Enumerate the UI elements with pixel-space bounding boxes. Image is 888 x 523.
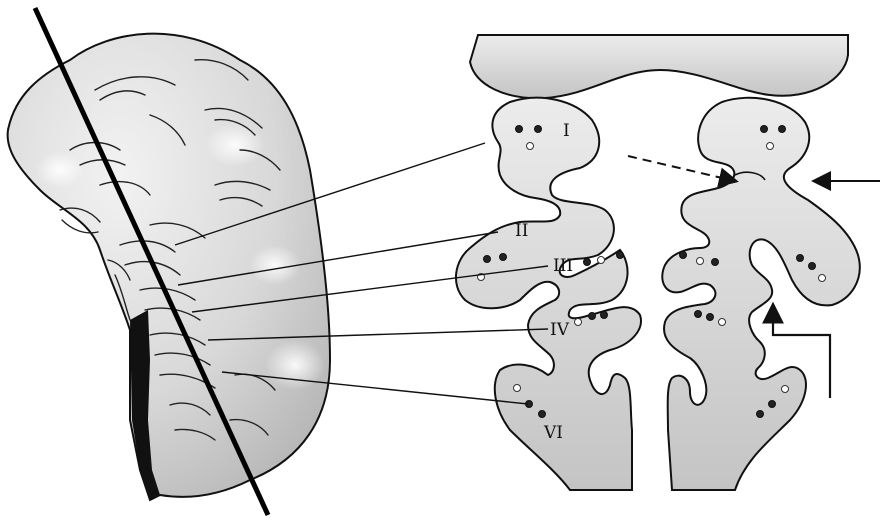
- highlight-2: [249, 245, 301, 285]
- dot: [680, 252, 687, 259]
- right-lobule-column: [662, 98, 859, 490]
- dot: [757, 411, 764, 418]
- dot: [516, 126, 523, 133]
- dot: [575, 319, 582, 326]
- highlight-4: [36, 152, 84, 188]
- dot: [539, 411, 546, 418]
- dot: [484, 256, 491, 263]
- dot: [598, 257, 605, 264]
- label-lobule-III: III: [553, 256, 573, 276]
- label-lobule-VI: VI: [543, 423, 563, 443]
- dot: [601, 312, 608, 319]
- dot: [584, 259, 591, 266]
- dot: [779, 126, 786, 133]
- dot: [695, 311, 702, 318]
- dot: [819, 275, 826, 282]
- dot: [617, 252, 624, 259]
- dot: [797, 255, 804, 262]
- label-lobule-IV: IV: [550, 320, 570, 340]
- dot: [535, 126, 542, 133]
- label-lobule-I: I: [563, 121, 570, 141]
- dot: [527, 143, 534, 150]
- dot: [769, 401, 776, 408]
- dot: [589, 313, 596, 320]
- dot: [514, 385, 521, 392]
- highlight-1: [205, 123, 265, 167]
- label-lobule-II: II: [515, 221, 528, 241]
- brain-illustration: [8, 34, 330, 500]
- dot: [697, 258, 704, 265]
- section-view: [456, 35, 860, 490]
- dot: [782, 386, 789, 393]
- dot: [767, 143, 774, 150]
- dot: [712, 259, 719, 266]
- dot: [500, 254, 507, 261]
- dot: [809, 263, 816, 270]
- dot: [707, 314, 714, 321]
- top-bar: [470, 35, 848, 98]
- dot: [761, 126, 768, 133]
- dot: [719, 319, 726, 326]
